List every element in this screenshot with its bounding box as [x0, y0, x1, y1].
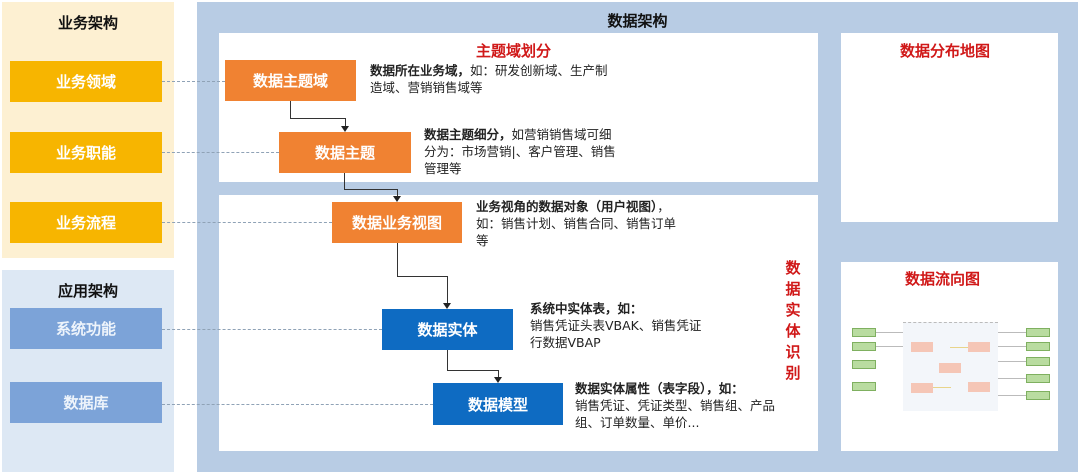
business-domain-box: 业务领域: [10, 61, 162, 102]
thumbnail-line: [876, 332, 903, 333]
thumbnail-node: [1026, 357, 1050, 366]
entity-identification-title: 数据实体识别: [785, 259, 801, 382]
thumbnail-node: [1026, 328, 1050, 337]
connector-line: [447, 350, 448, 370]
thumbnail-line: [950, 347, 968, 348]
flow-diagram-thumbnail: [850, 320, 1050, 430]
subject-area-title: 主题域划分: [476, 42, 552, 60]
thumbnail-node: [852, 382, 876, 391]
dashed-link-process: [162, 222, 332, 223]
thumbnail-line: [998, 361, 1026, 362]
business-architecture-panel: 业务架构 业务领域 业务职能 业务流程: [2, 2, 174, 258]
arrow-down-icon: [443, 303, 451, 309]
thumbnail-node: [1026, 342, 1050, 351]
model-description: 数据实体属性（表字段），如：销售凭证、凭证类型、销售组、产品组、订单数量、单价.…: [575, 381, 776, 430]
thumbnail-line: [933, 387, 951, 388]
system-function-box: 系统功能: [10, 308, 162, 349]
business-process-box: 业务流程: [10, 202, 162, 243]
application-architecture-panel: 应用架构 系统功能 数据库: [2, 270, 174, 472]
thumbnail-node: [852, 328, 876, 337]
thumbnail-node: [852, 342, 876, 351]
subject-description: 数据主题细分，如营销销售域可细分为：市场营销|、客户管理、销售管理等: [424, 127, 616, 176]
application-architecture-title: 应用架构: [57, 282, 118, 300]
thumbnail-line: [998, 378, 1026, 379]
connector-line: [447, 276, 448, 303]
thumbnail-node: [939, 363, 961, 373]
connector-line: [397, 243, 398, 276]
thumbnail-node: [968, 382, 990, 392]
connector-line: [498, 370, 499, 377]
thumbnail-node: [968, 342, 990, 352]
connector-line: [345, 118, 346, 126]
data-business-view-box: 数据业务视图: [332, 202, 462, 243]
dashed-link-domain: [162, 81, 225, 82]
arrow-down-icon: [393, 196, 401, 202]
thumbnail-node: [1026, 374, 1050, 383]
distribution-map-section: [841, 33, 1058, 222]
database-box: 数据库: [10, 382, 162, 423]
thumbnail-node: [911, 383, 933, 393]
data-subject-domain-box: 数据主题域: [225, 60, 356, 101]
data-architecture-title: 数据架构: [607, 12, 668, 30]
thumbnail-line: [998, 332, 1026, 333]
connector-line: [397, 189, 398, 196]
subject-domain-description: 数据所在业务域，如：研发创新域、生产制造域、营销销售域等: [370, 63, 608, 95]
dashed-link-system: [162, 329, 382, 330]
connector-line: [290, 118, 345, 119]
flow-diagram-title: 数据流向图: [905, 270, 981, 288]
thumbnail-node: [1026, 391, 1050, 400]
data-model-box: 数据模型: [433, 383, 563, 425]
data-subject-box: 数据主题: [279, 132, 411, 173]
dashed-link-function: [162, 152, 279, 153]
business-view-description: 业务视角的数据对象（用户视图），如：销售计划、销售合同、销售订单等: [476, 199, 677, 248]
arrow-down-icon: [341, 126, 349, 132]
connector-line: [397, 276, 447, 277]
thumbnail-line: [876, 346, 903, 347]
arrow-down-icon: [494, 377, 502, 383]
data-entity-box: 数据实体: [382, 309, 513, 350]
dashed-link-database: [162, 404, 433, 405]
business-function-box: 业务职能: [10, 132, 162, 173]
connector-line: [290, 101, 291, 118]
thumbnail-node: [852, 360, 876, 369]
thumbnail-node: [911, 342, 933, 352]
entity-description: 系统中实体表，如：销售凭证头表VBAK、销售凭证行数据VBAP: [530, 301, 702, 350]
thumbnail-line: [998, 346, 1026, 347]
connector-line: [344, 173, 345, 189]
distribution-map-title: 数据分布地图: [900, 42, 991, 60]
thumbnail-line: [998, 395, 1026, 396]
business-architecture-title: 业务架构: [57, 14, 118, 32]
connector-line: [447, 370, 498, 371]
connector-line: [344, 189, 397, 190]
